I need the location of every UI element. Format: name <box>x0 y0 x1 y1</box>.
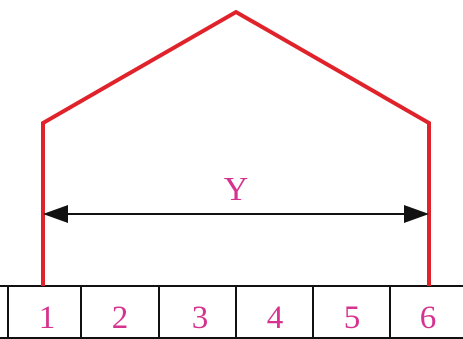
cell-labels: 1 2 3 4 5 6 <box>39 300 437 336</box>
cell-label: 2 <box>112 300 129 336</box>
house-outline <box>41 9 431 286</box>
cell-label: 3 <box>192 300 209 336</box>
dimension-label: Y <box>224 171 249 208</box>
cell-label: 5 <box>344 300 361 336</box>
cell-strip <box>0 285 463 339</box>
dimension-arrow <box>43 205 429 223</box>
arrow-left-icon <box>43 205 68 223</box>
cell-label: 4 <box>267 300 284 336</box>
arrow-right-icon <box>404 205 429 223</box>
cell-label: 1 <box>39 300 56 336</box>
cell-label: 6 <box>420 300 437 336</box>
